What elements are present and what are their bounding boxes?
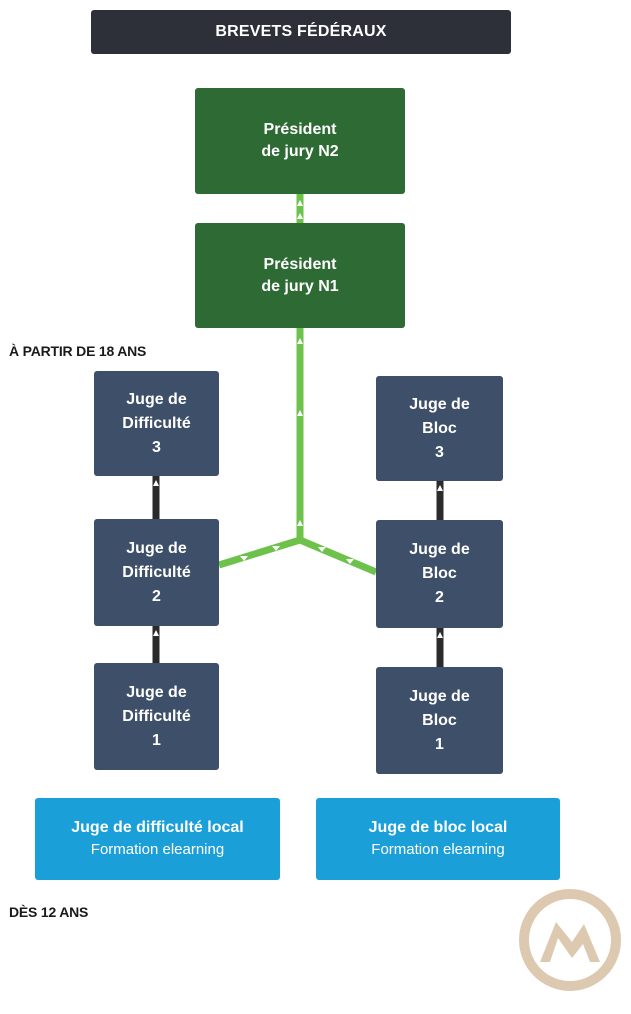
difficulte-local-title: Juge de difficulté local — [71, 819, 244, 836]
bloc-1-line1: Juge de — [409, 687, 470, 705]
juge-difficulte-local-box: Juge de difficulté local Formation elear… — [35, 798, 280, 880]
difficulte-1-line2: Difficulté — [122, 707, 191, 725]
juge-bloc-2-box: Juge de Bloc 2 — [376, 520, 503, 628]
arrow-icon — [318, 547, 326, 552]
difficulte-local-subtitle: Formation elearning — [90, 841, 225, 858]
age-label-adult: À PARTIR DE 18 ANS — [9, 343, 147, 359]
bloc-2-line3: 2 — [435, 589, 444, 606]
link-bloc2-junction — [298, 536, 378, 576]
arrow-up-icon — [153, 630, 159, 636]
arrow-icon — [272, 546, 280, 551]
juge-bloc-local-box: Juge de bloc local Formation elearning — [316, 798, 560, 880]
juge-difficulte-3-box: Juge de Difficulté 3 — [94, 371, 219, 476]
juge-difficulte-1-box: Juge de Difficulté 1 — [94, 663, 219, 770]
difficulte-3-line2: Difficulté — [122, 414, 191, 432]
header-banner: BREVETS FÉDÉRAUX — [91, 10, 511, 54]
arrow-up-icon — [297, 338, 303, 344]
logo-icon — [519, 889, 621, 991]
link-difficulte2-junction — [217, 536, 302, 569]
arrow-up-icon — [437, 632, 443, 638]
bloc-local-title: Juge de bloc local — [368, 819, 508, 836]
president-jury-n2-box: Président de jury N2 — [195, 88, 405, 194]
bloc-1-line2: Bloc — [422, 711, 457, 729]
arrow-up-icon — [437, 485, 443, 491]
bloc-3-line1: Juge de — [409, 395, 470, 413]
president-n2-line2: de jury N2 — [261, 143, 339, 160]
difficulte-2-line2: Difficulté — [122, 563, 191, 581]
president-n1-line2: de jury N1 — [261, 277, 339, 295]
arrow-up-icon — [297, 410, 303, 416]
president-n2-line1: Président — [263, 121, 337, 138]
difficulte-1-line1: Juge de — [126, 683, 187, 701]
bloc-2-line2: Bloc — [422, 565, 457, 582]
arrow-up-icon — [297, 213, 303, 219]
difficulte-3-line1: Juge de — [126, 390, 187, 408]
bloc-3-line3: 3 — [435, 443, 444, 461]
president-jury-n1-box: Président de jury N1 — [195, 223, 405, 328]
juge-difficulte-2-box: Juge de Difficulté 2 — [94, 519, 219, 626]
arrow-up-icon — [297, 200, 303, 206]
bloc-local-subtitle: Formation elearning — [371, 841, 505, 858]
bloc-2-line1: Juge de — [409, 541, 470, 558]
arrow-up-icon — [153, 480, 159, 486]
arrow-icon — [346, 559, 354, 564]
difficulte-1-line3: 1 — [152, 731, 161, 749]
difficulte-2-line1: Juge de — [126, 539, 187, 557]
arrow-up-icon — [297, 520, 303, 526]
juge-bloc-1-box: Juge de Bloc 1 — [376, 667, 503, 774]
age-label-youth: DÈS 12 ANS — [9, 904, 89, 920]
bloc-1-line3: 1 — [435, 735, 444, 753]
president-n1-line1: Président — [263, 255, 337, 273]
difficulte-2-line3: 2 — [152, 587, 161, 605]
juge-bloc-3-box: Juge de Bloc 3 — [376, 376, 503, 481]
header-title: BREVETS FÉDÉRAUX — [215, 23, 387, 40]
arrow-icon — [240, 556, 248, 561]
bloc-3-line2: Bloc — [422, 419, 457, 437]
difficulte-3-line3: 3 — [152, 438, 161, 456]
